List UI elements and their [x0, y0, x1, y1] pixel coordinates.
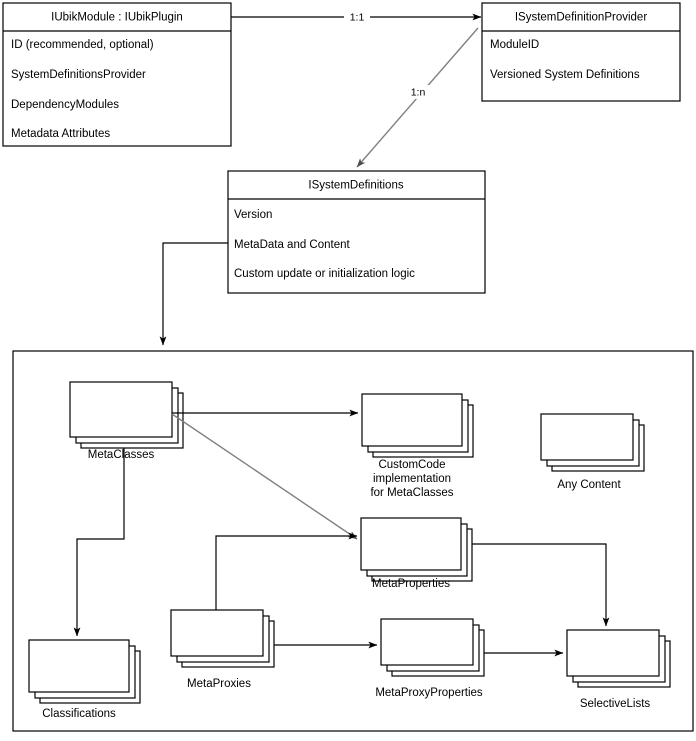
classifications-front [28, 639, 130, 693]
class-attr-iubikmodule-2: DependencyModules [11, 99, 119, 111]
stack-node-metaproxyproperties[interactable]: MetaProxyProperties [375, 618, 485, 699]
metaproxyproperties-front [380, 618, 474, 666]
content-container-frame [12, 350, 694, 732]
edge-metaclasses-classifications-line [73, 448, 125, 637]
stack-node-customcode-label-line-0: CustomCode [378, 459, 445, 471]
class-attr-iubikmodule-1: SystemDefinitionsProvider [11, 69, 146, 81]
stack-node-metaproperties[interactable]: MetaProperties [360, 517, 473, 590]
edge-metaproxies-metaproperties-line [215, 532, 358, 610]
edge-isystemdefinitions-to-container[interactable] [159, 242, 228, 346]
class-box-iubikmodule[interactable]: IUbikModule : IUbikPlugin ID (recommende… [2, 2, 232, 147]
edge-metaproxies-to-metaproperties[interactable] [215, 532, 358, 610]
class-title-isystemdefinitions: ISystemDefinitions [308, 180, 403, 192]
edge-metaproperties-selectivelists-line [472, 543, 610, 627]
selectivelists-front [566, 629, 660, 677]
class-attr-isdp-1: Versioned System Definitions [490, 69, 640, 81]
class-attr-iubikmodule-3: Metadata Attributes [11, 128, 110, 140]
class-attr-isd-1: MetaData and Content [234, 239, 351, 251]
stack-node-customcode-label-line-1: implementation [373, 473, 451, 485]
metaclasses-front [69, 381, 173, 438]
class-attr-isdp-0: ModuleID [490, 39, 539, 51]
edge-metaclasses-to-metaproperties[interactable] [171, 413, 358, 540]
class-attr-isd-0: Version [234, 209, 272, 221]
stack-node-anycontent-label: Any Content [557, 479, 621, 491]
stack-node-metaproxyproperties-label: MetaProxyProperties [375, 687, 483, 699]
class-box-isystemdefinitionprovider-frame [481, 2, 681, 102]
class-title-iubikmodule: IUbikModule : IUbikPlugin [51, 12, 183, 24]
stack-node-metaclasses[interactable]: MetaClasses [69, 381, 184, 461]
stack-node-customcode[interactable]: CustomCode implementation for MetaClasse… [361, 393, 474, 499]
stack-node-metaproxies-label: MetaProxies [187, 678, 251, 690]
class-box-iubikmodule-frame [2, 2, 232, 147]
customcode-front [361, 393, 463, 447]
edge-one-to-many-label-bg [405, 85, 431, 99]
edge-isd-container-line [159, 242, 228, 346]
stack-node-selectivelists-label: SelectiveLists [580, 698, 651, 710]
stack-node-customcode-label-line-2: for MetaClasses [370, 487, 453, 499]
stack-node-classifications-label: Classifications [42, 708, 116, 720]
anycontent-front [540, 413, 634, 461]
class-title-isystemdefinitionprovider: ISystemDefinitionProvider [515, 12, 647, 24]
class-box-isystemdefinitions-frame [227, 170, 486, 294]
stack-node-metaclasses-label: MetaClasses [88, 449, 155, 461]
stack-node-selectivelists[interactable]: SelectiveLists [566, 629, 671, 710]
class-box-isystemdefinitions[interactable]: ISystemDefinitions Version MetaData and … [227, 170, 486, 294]
edge-metaclasses-metaproperties-line [171, 413, 358, 540]
stack-node-metaproxies[interactable]: MetaProxies [170, 609, 275, 690]
class-attr-isd-2: Custom update or initialization logic [234, 268, 415, 280]
stack-node-metaproperties-label: MetaProperties [372, 578, 450, 590]
edge-one-to-many-label: 1:n [411, 86, 426, 98]
edge-one-to-one[interactable]: 1:1 [231, 10, 482, 24]
edge-one-to-one-label-bg [344, 10, 370, 24]
metaproxies-front [170, 609, 264, 657]
stack-node-anycontent[interactable]: Any Content [540, 413, 645, 491]
stack-node-classifications[interactable]: Classifications [28, 639, 141, 720]
edge-metaclasses-to-classifications[interactable] [73, 448, 125, 637]
class-box-isystemdefinitionprovider[interactable]: ISystemDefinitionProvider ModuleID Versi… [481, 2, 681, 102]
edge-metaproperties-to-selectivelists[interactable] [472, 543, 610, 627]
edge-one-to-one-label: 1:1 [350, 11, 365, 23]
class-attr-iubikmodule-0: ID (recommended, optional) [11, 39, 154, 51]
edge-one-to-many[interactable]: 1:n [356, 27, 479, 168]
metaproperties-front [360, 517, 462, 571]
